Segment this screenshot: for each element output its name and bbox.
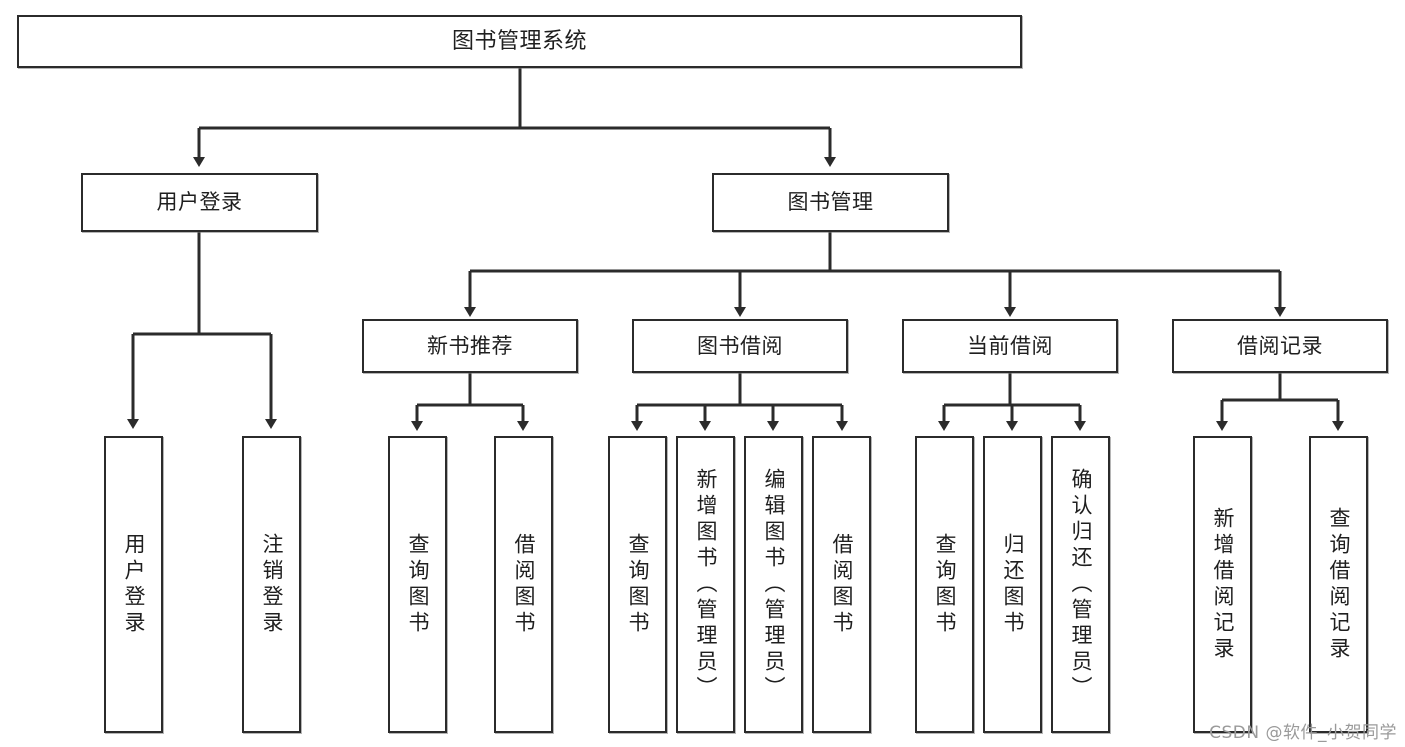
node-new-book-recommendation[interactable]: 新书推荐 xyxy=(362,319,578,373)
node-label: 借阅图书 xyxy=(830,532,854,637)
node-label: 新增图书（管理员） xyxy=(694,467,718,702)
node-current-borrowing[interactable]: 当前借阅 xyxy=(902,319,1118,373)
node-label: 图书管理系统 xyxy=(451,28,587,54)
leaf-borrow-record-add-record[interactable]: 新增借阅记录 xyxy=(1193,436,1252,733)
node-root-book-management-system[interactable]: 图书管理系统 xyxy=(17,15,1022,68)
leaf-borrow-record-query-record[interactable]: 查询借阅记录 xyxy=(1309,436,1368,733)
node-label: 借阅记录 xyxy=(1237,333,1323,358)
watermark: CSDN @软件_小贺同学 xyxy=(1209,723,1397,743)
node-label: 查询图书 xyxy=(626,532,650,637)
leaf-user-login-login[interactable]: 用户登录 xyxy=(104,436,163,733)
node-label: 借阅图书 xyxy=(512,532,536,637)
node-label: 注销登录 xyxy=(260,532,284,637)
node-label: 图书管理 xyxy=(787,190,874,215)
node-label: 编辑图书（管理员） xyxy=(762,467,786,702)
leaf-new-book-query-book[interactable]: 查询图书 xyxy=(388,436,447,733)
node-label: 新增借阅记录 xyxy=(1211,506,1235,663)
node-label: 新书推荐 xyxy=(427,333,513,358)
leaf-current-borrow-return-book[interactable]: 归还图书 xyxy=(983,436,1042,733)
leaf-borrow-book-edit-book-admin[interactable]: 编辑图书（管理员） xyxy=(744,436,803,733)
node-book-management[interactable]: 图书管理 xyxy=(712,173,949,232)
leaf-borrow-book-borrow-book[interactable]: 借阅图书 xyxy=(812,436,871,733)
node-book-borrowing[interactable]: 图书借阅 xyxy=(632,319,848,373)
leaf-current-borrow-confirm-return-admin[interactable]: 确认归还（管理员） xyxy=(1051,436,1110,733)
node-label: 用户登录 xyxy=(122,532,146,637)
node-user-login[interactable]: 用户登录 xyxy=(81,173,318,232)
node-label: 查询借阅记录 xyxy=(1327,506,1351,663)
node-label: 当前借阅 xyxy=(967,333,1053,358)
node-label: 用户登录 xyxy=(156,190,243,215)
node-label: 查询图书 xyxy=(933,532,957,637)
node-label: 确认归还（管理员） xyxy=(1069,467,1093,702)
node-borrowing-record[interactable]: 借阅记录 xyxy=(1172,319,1388,373)
leaf-borrow-book-add-book-admin[interactable]: 新增图书（管理员） xyxy=(676,436,735,733)
leaf-borrow-book-query-book[interactable]: 查询图书 xyxy=(608,436,667,733)
node-label: 归还图书 xyxy=(1001,532,1025,637)
node-label: 图书借阅 xyxy=(697,333,783,358)
leaf-user-login-logout[interactable]: 注销登录 xyxy=(242,436,301,733)
leaf-current-borrow-query-book[interactable]: 查询图书 xyxy=(915,436,974,733)
leaf-new-book-borrow-book[interactable]: 借阅图书 xyxy=(494,436,553,733)
node-label: 查询图书 xyxy=(406,532,430,637)
